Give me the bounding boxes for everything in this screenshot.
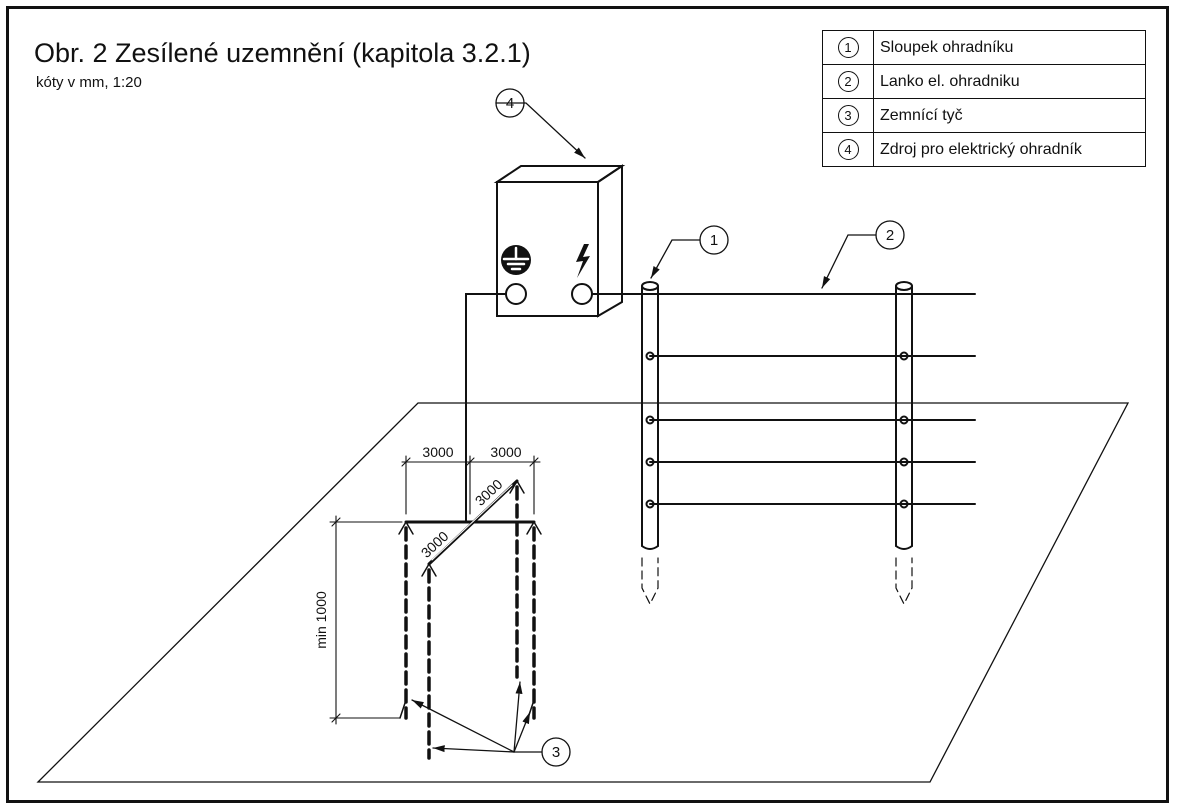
callout-circle bbox=[495, 88, 525, 118]
legend-label: Zemnící tyč bbox=[873, 98, 1146, 133]
drawing-frame bbox=[6, 6, 1169, 803]
callout-circle bbox=[541, 737, 571, 767]
dimension-label: 3000 bbox=[490, 444, 521, 460]
dimension-label: 3000 bbox=[422, 444, 453, 460]
callout-number-1: 1 bbox=[710, 232, 718, 249]
legend-number: 4 bbox=[837, 139, 859, 160]
ground-lead-wire bbox=[465, 293, 507, 523]
fence-post bbox=[641, 281, 659, 606]
callout-number-2: 2 bbox=[886, 227, 894, 244]
dimension-label: 3000 bbox=[472, 476, 506, 509]
live-terminal bbox=[571, 283, 593, 305]
legend-label: Zdroj pro elektrický ohradník bbox=[873, 132, 1146, 167]
callout-circle bbox=[699, 225, 729, 255]
callout-number-4: 4 bbox=[506, 95, 514, 112]
dimension-label-depth: min 1000 bbox=[313, 591, 329, 649]
ground-terminal bbox=[505, 283, 527, 305]
callout-number-3: 3 bbox=[552, 744, 560, 761]
figure-title: Obr. 2 Zesílené uzemnění (kapitola 3.2.1… bbox=[34, 38, 531, 68]
callout-leaders bbox=[411, 102, 877, 753]
legend-number: 2 bbox=[837, 71, 859, 92]
callout-circle bbox=[875, 220, 905, 250]
fence-wires bbox=[591, 293, 976, 505]
legend-number: 3 bbox=[837, 105, 859, 126]
figure-subtitle: kóty v mm, 1:20 bbox=[36, 74, 142, 91]
legend-row: 4 Zdroj pro elektrický ohradník bbox=[822, 132, 1146, 167]
legend-row: 2 Lanko el. ohradniku bbox=[822, 64, 1146, 99]
legend-row: 3 Zemnící tyč bbox=[822, 98, 1146, 133]
ground-symbol-icon bbox=[501, 245, 531, 275]
ground-rods bbox=[398, 479, 542, 760]
legend-table: 1 Sloupek ohradníku 2 Lanko el. ohradnik… bbox=[822, 30, 1146, 167]
lightning-bolt-icon bbox=[576, 244, 590, 278]
fence-post bbox=[895, 281, 913, 606]
dimension-label: 3000 bbox=[418, 528, 452, 561]
ground-plane bbox=[36, 402, 1130, 783]
dimension-lines bbox=[329, 455, 541, 725]
grounding-connectors bbox=[404, 479, 536, 566]
legend-label: Lanko el. ohradniku bbox=[873, 64, 1146, 99]
legend-number: 1 bbox=[837, 37, 859, 58]
power-supply-box bbox=[493, 164, 626, 318]
